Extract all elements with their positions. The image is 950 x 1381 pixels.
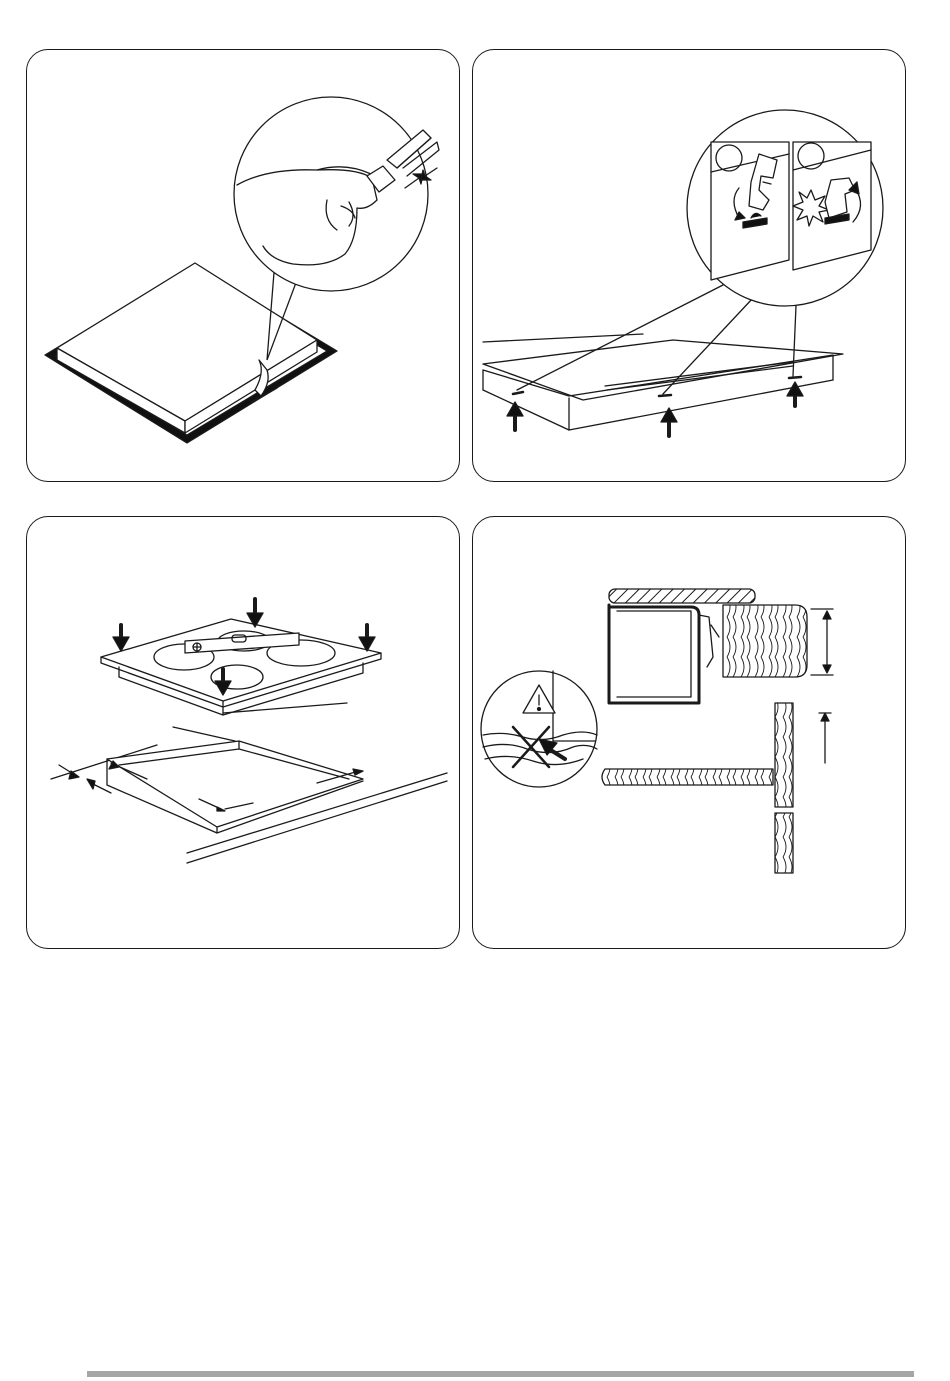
footer-rule	[87, 1371, 914, 1377]
figure-insert-hob	[26, 516, 460, 949]
figure-furniture-section	[472, 516, 906, 949]
seal-application-illustration	[27, 50, 461, 483]
figure-seal-application	[26, 49, 460, 482]
figure-mounting-brackets	[472, 49, 906, 482]
mounting-brackets-illustration	[473, 50, 907, 483]
blank-area	[0, 960, 950, 1360]
furniture-section-illustration	[473, 517, 907, 950]
insert-hob-illustration	[27, 517, 461, 950]
